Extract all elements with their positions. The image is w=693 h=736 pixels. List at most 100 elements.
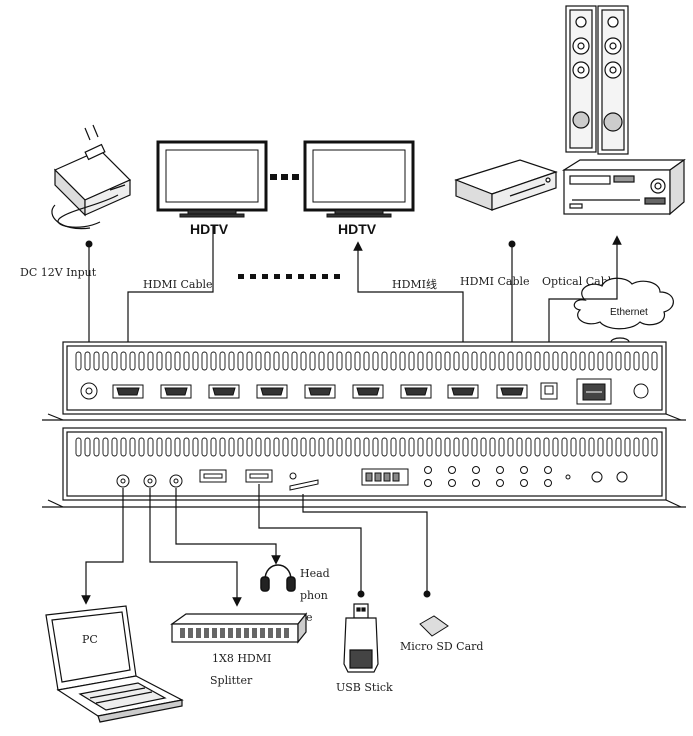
connection-lines-bottom bbox=[81, 484, 428, 607]
splitter-label-2: Splitter bbox=[210, 674, 253, 687]
ir-sensor bbox=[565, 474, 571, 480]
hdmi-port-inner bbox=[404, 387, 428, 396]
vent-slot bbox=[363, 351, 370, 371]
vent-slot bbox=[246, 351, 253, 371]
vent-slot bbox=[570, 351, 577, 371]
tower-speaker-icon bbox=[565, 5, 629, 155]
splitter-port bbox=[236, 628, 241, 638]
vent-slot bbox=[633, 437, 640, 457]
hdmi-cable-left-label: HDMI Cable bbox=[143, 278, 213, 291]
indicator-led bbox=[544, 466, 552, 474]
vent-slot bbox=[534, 351, 541, 371]
vent-slot bbox=[237, 351, 244, 371]
vent-slot bbox=[543, 351, 550, 371]
vent-slot bbox=[417, 351, 424, 371]
knob bbox=[591, 471, 603, 483]
vent-slot bbox=[417, 437, 424, 457]
headphone-label-3: e bbox=[306, 611, 313, 624]
vent-slot bbox=[597, 437, 604, 457]
vent-slot bbox=[156, 437, 163, 457]
laptop-icon bbox=[45, 605, 184, 723]
headphone-label-1: Head bbox=[300, 567, 330, 580]
hdmi-output-ports bbox=[112, 384, 528, 399]
vent-slot bbox=[273, 351, 280, 371]
indicator-led bbox=[472, 479, 480, 487]
vent-slot bbox=[588, 351, 595, 371]
indicator-leds bbox=[424, 466, 552, 487]
indicator-led bbox=[448, 466, 456, 474]
indicator-led bbox=[544, 479, 552, 487]
vent-slot bbox=[471, 437, 478, 457]
vent-slot bbox=[246, 437, 253, 457]
vent-slot bbox=[561, 437, 568, 457]
vent-slot bbox=[444, 351, 451, 371]
sd-slot bbox=[289, 472, 319, 491]
vent-slot bbox=[561, 351, 568, 371]
vent-slot bbox=[210, 351, 217, 371]
vent-slot bbox=[534, 437, 541, 457]
vent-slot bbox=[174, 437, 181, 457]
vent-slot bbox=[435, 437, 442, 457]
vent-slot bbox=[624, 351, 631, 371]
vent-slot bbox=[516, 437, 523, 457]
vent-slot bbox=[291, 437, 298, 457]
vent-slot bbox=[372, 351, 379, 371]
vent-slot bbox=[237, 437, 244, 457]
vent-slot bbox=[273, 437, 280, 457]
vent-slot bbox=[507, 351, 514, 371]
indicator-led bbox=[424, 466, 432, 474]
vent-slot bbox=[255, 351, 262, 371]
vent-slot bbox=[462, 437, 469, 457]
vent-slot bbox=[165, 437, 172, 457]
vent-slot bbox=[462, 351, 469, 371]
vent-slot bbox=[309, 437, 316, 457]
vent-slot bbox=[489, 437, 496, 457]
optical-port bbox=[540, 382, 558, 400]
splitter-port bbox=[276, 628, 281, 638]
vent-slot bbox=[84, 437, 91, 457]
vent-slot bbox=[381, 437, 388, 457]
power-adapter-icon bbox=[51, 124, 132, 230]
vent-slot bbox=[192, 437, 199, 457]
hdmi-port-inner bbox=[451, 387, 475, 396]
vent-slot bbox=[345, 437, 352, 457]
vent-slot bbox=[615, 351, 622, 371]
vent-slot bbox=[579, 437, 586, 457]
vent-slot bbox=[471, 351, 478, 371]
hdmi-port-inner bbox=[164, 387, 188, 396]
indicator-led bbox=[472, 466, 480, 474]
indicator-led bbox=[448, 479, 456, 487]
av-receiver-icon bbox=[561, 158, 686, 216]
terminal-block bbox=[361, 468, 409, 486]
hdmi-port-inner bbox=[500, 387, 524, 396]
sd-card-icon bbox=[419, 615, 449, 637]
vent-slot bbox=[426, 437, 433, 457]
vent-slot bbox=[354, 437, 361, 457]
vent-slot bbox=[426, 351, 433, 371]
vent-slot bbox=[129, 437, 136, 457]
vent-slot bbox=[111, 351, 118, 371]
vent-slot bbox=[381, 351, 388, 371]
vent-slot bbox=[642, 351, 649, 371]
splitter-port bbox=[204, 628, 209, 638]
vent-slot bbox=[552, 351, 559, 371]
vent-slot bbox=[606, 351, 613, 371]
hdmi-port-inner bbox=[356, 387, 380, 396]
vent-slot bbox=[75, 437, 82, 457]
vent-slot bbox=[525, 437, 532, 457]
hdtv-left-label: HDTV bbox=[190, 221, 229, 237]
vent-slot bbox=[399, 351, 406, 371]
usb-ports bbox=[199, 469, 273, 483]
vent-slot bbox=[201, 351, 208, 371]
usb-stick-label: USB Stick bbox=[336, 681, 393, 694]
indicator-led bbox=[496, 466, 504, 474]
connection-dots-bottom bbox=[357, 590, 431, 598]
vent-slot bbox=[390, 437, 397, 457]
audio-jacks bbox=[116, 474, 183, 488]
vent-slot bbox=[408, 437, 415, 457]
splitter-port bbox=[252, 628, 257, 638]
vent-slot bbox=[300, 437, 307, 457]
splitter-port bbox=[196, 628, 201, 638]
vent-slot bbox=[192, 351, 199, 371]
vent-slot bbox=[543, 437, 550, 457]
